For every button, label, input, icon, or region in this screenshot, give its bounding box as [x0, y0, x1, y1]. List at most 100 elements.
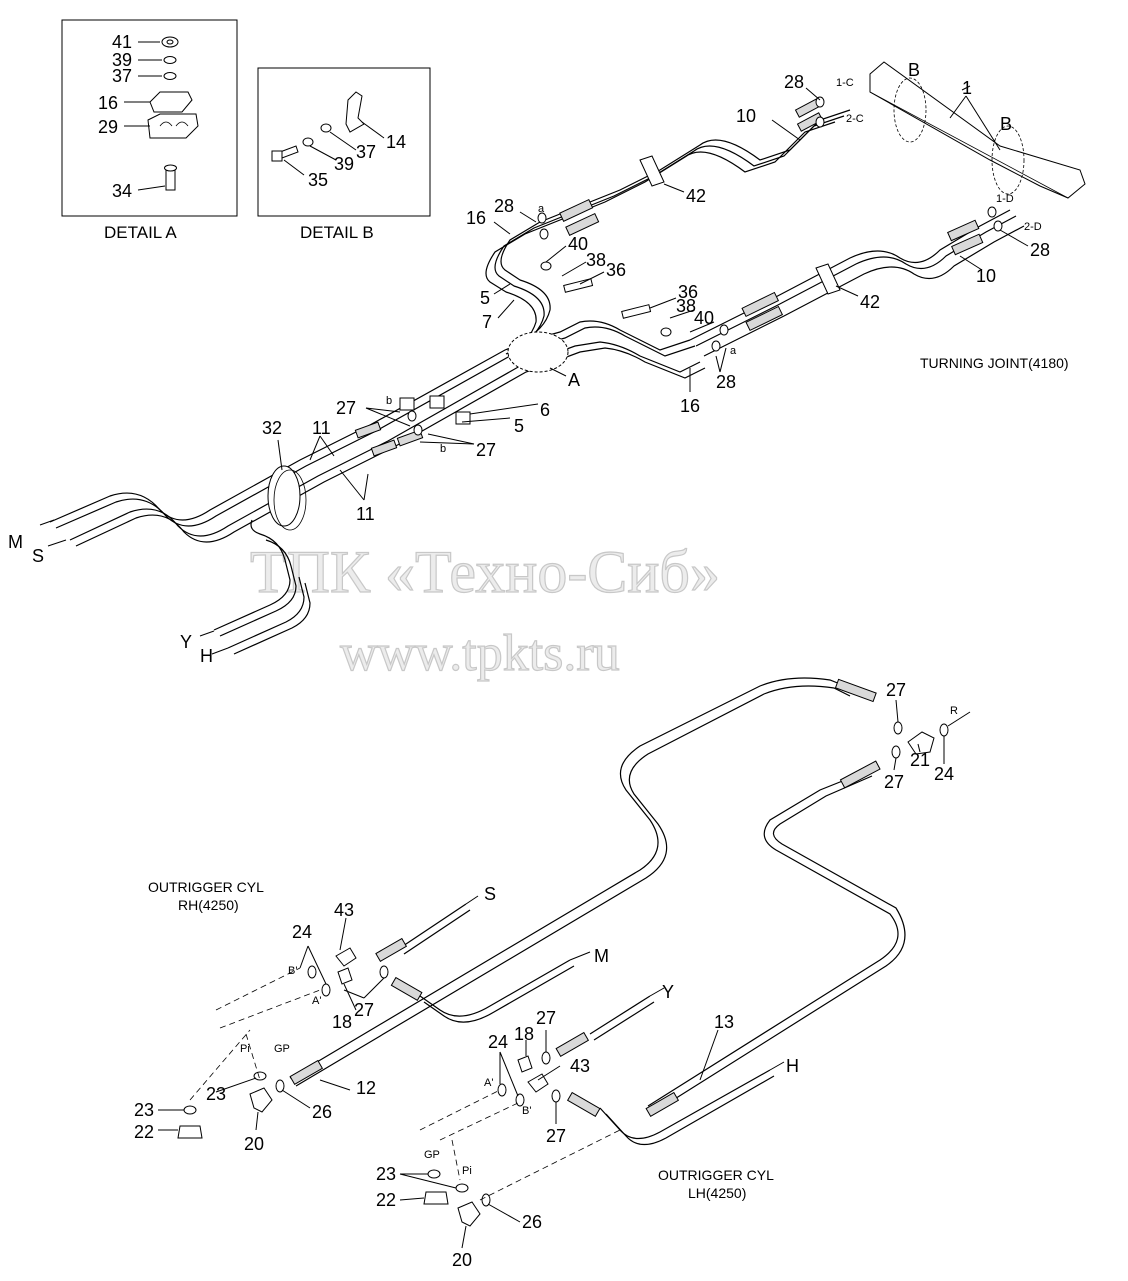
callout-5: 5 [514, 416, 524, 436]
port-label-pi: Pi [462, 1165, 472, 1177]
callout-23: 23 [134, 1100, 154, 1120]
detail-a-frame [61, 19, 238, 217]
callout-6: 6 [540, 400, 550, 420]
washer-icon [163, 72, 177, 80]
callout-23: 23 [376, 1164, 396, 1184]
watermark-company: ТПК «Техно-Сиб» [250, 539, 720, 605]
callout-27: 27 [884, 772, 904, 792]
detail-b-panel: 14 37 39 35 [257, 67, 431, 217]
callout-35: 35 [308, 170, 328, 190]
turning-joint-note: TURNING JOINT(4180) [920, 355, 1069, 371]
port-label-a: a [538, 203, 545, 215]
line-label-m: M [594, 946, 609, 966]
elbow-fitting-icon [457, 1201, 481, 1227]
clamp-plate-icon [149, 91, 193, 113]
callout-27: 27 [354, 1000, 374, 1020]
elbow-fitting-icon [335, 947, 357, 967]
port-label-b-prime: B' [288, 965, 297, 977]
callout-28: 28 [784, 72, 804, 92]
line-label-s: S [32, 546, 44, 566]
callout-36: 36 [606, 260, 626, 280]
elbow-fitting-icon [249, 1087, 273, 1113]
callout-16: 16 [466, 208, 486, 228]
line-label-s: S [484, 884, 496, 904]
elbow-fitting-icon [527, 1073, 549, 1093]
callout-5: 5 [480, 288, 490, 308]
callout-1: 1 [962, 78, 972, 98]
outrigger-lh-note-line1: OUTRIGGER CYL [658, 1167, 774, 1183]
callout-27: 27 [476, 440, 496, 460]
callout-11: 11 [356, 504, 375, 524]
outrigger-rh-note-line2: RH(4250) [178, 897, 239, 913]
plug-icon [177, 1125, 203, 1139]
callout-40: 40 [568, 234, 588, 254]
tee-fitting-icon [907, 731, 935, 755]
callout-39: 39 [334, 154, 354, 174]
grommet-icon [267, 465, 301, 527]
clamp-icon [639, 155, 665, 187]
outrigger-lh-note-line2: LH(4250) [688, 1185, 746, 1201]
callout-16: 16 [680, 396, 700, 416]
callout-38: 38 [676, 296, 696, 316]
upper-assembly: 28 1-C 2-C B 1 B 10 42 1-D 2-D 28 10 16 … [8, 60, 1086, 666]
lower-assembly: 27 R 21 24 27 S M Y H 13 12 24 43 B' A' … [134, 677, 971, 1270]
callout-28: 28 [494, 196, 514, 216]
washer-icon [302, 137, 314, 147]
plug-icon [423, 1191, 449, 1205]
port-label-r: R [950, 705, 958, 717]
callout-43: 43 [570, 1056, 590, 1076]
port-label-gp: GP [274, 1043, 290, 1055]
callout-11: 11 [312, 418, 331, 438]
callout-42: 42 [860, 292, 880, 312]
port-label-1d: 1-D [996, 193, 1014, 205]
adapter-icon [517, 1055, 533, 1073]
callout-37: 37 [356, 142, 376, 162]
port-label-2d: 2-D [1024, 221, 1042, 233]
line-label-h: H [200, 646, 213, 666]
callout-12: 12 [356, 1078, 376, 1098]
line-label-y: Y [180, 632, 192, 652]
callout-24: 24 [292, 922, 312, 942]
callout-42: 42 [686, 186, 706, 206]
callout-20: 20 [452, 1250, 472, 1270]
callout-27: 27 [536, 1008, 556, 1028]
callout-7: 7 [482, 312, 492, 332]
port-label-gp: GP [424, 1149, 440, 1161]
callout-27: 27 [336, 398, 356, 418]
callout-22: 22 [376, 1190, 396, 1210]
callout-22: 22 [134, 1122, 154, 1142]
port-label-pi: Pi [240, 1043, 250, 1055]
detail-a-caption: DETAIL A [104, 223, 177, 242]
outrigger-rh-note-line1: OUTRIGGER CYL [148, 879, 264, 895]
callout-18: 18 [514, 1024, 534, 1044]
callout-36: 36 [678, 282, 698, 302]
adapter-icon [337, 967, 353, 985]
clamp-block-icon [147, 113, 199, 139]
callout-39: 39 [112, 50, 132, 70]
callout-20: 20 [244, 1134, 264, 1154]
callout-34: 34 [112, 181, 132, 201]
callout-13: 13 [714, 1012, 734, 1032]
watermark: ТПК «Техно-Сиб» www.tpkts.ru [249, 538, 720, 682]
callout-28: 28 [716, 372, 736, 392]
port-label-a-prime: A' [312, 995, 321, 1007]
detail-a-marker [507, 331, 569, 373]
bolt-icon [279, 145, 299, 159]
detail-a-panel: 41 39 37 16 29 34 [61, 19, 238, 217]
port-label-a-prime: A' [484, 1077, 493, 1089]
callout-40: 40 [694, 308, 714, 328]
washer-icon [163, 56, 177, 64]
callout-10: 10 [976, 266, 996, 286]
port-label-b: b [440, 443, 446, 455]
callout-43: 43 [334, 900, 354, 920]
callout-27: 27 [546, 1126, 566, 1146]
callout-29: 29 [98, 117, 118, 137]
callout-27: 27 [886, 680, 906, 700]
bracket-icon [345, 91, 365, 133]
callout-16: 16 [98, 93, 118, 113]
line-label-h: H [786, 1056, 799, 1076]
callout-10: 10 [736, 106, 756, 126]
callout-21: 21 [910, 750, 930, 770]
callout-a: A [568, 370, 580, 390]
